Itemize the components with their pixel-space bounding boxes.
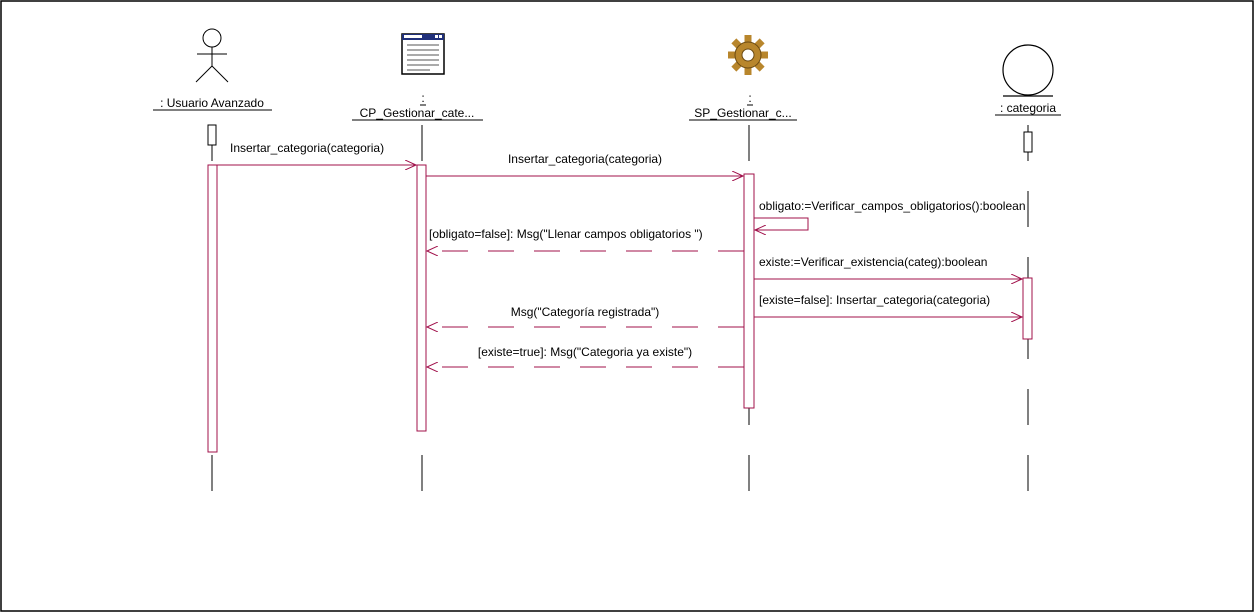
message-categoria-ya-existe[interactable]: [existe=true]: Msg("Categoria ya existe"…: [427, 345, 744, 367]
message-label: Msg("Categoría registrada"): [511, 305, 660, 319]
message-label: existe:=Verificar_existencia(categ):bool…: [759, 255, 987, 269]
message-insertar-categoria-1[interactable]: Insertar_categoria(categoria): [217, 141, 416, 165]
participant-name: : Usuario Avanzado: [160, 96, 264, 110]
gear-control-icon: [728, 35, 768, 75]
message-label: Insertar_categoria(categoria): [508, 152, 662, 166]
message-llenar-campos[interactable]: [obligato=false]: Msg("Llenar campos obl…: [427, 227, 744, 251]
message-label: [existe=false]: Insertar_categoria(categ…: [759, 293, 990, 307]
message-arrow: [754, 217, 809, 230]
activation-bar: [416, 164, 427, 432]
participant-name-line2: CP_Gestionar_cate...: [360, 106, 475, 120]
participant-name: : categoria: [1000, 101, 1056, 115]
lifeline-head-box: [1023, 131, 1033, 153]
participant-categoria[interactable]: : categoria: [995, 44, 1061, 520]
message-label: [obligato=false]: Msg("Llenar campos obl…: [429, 227, 703, 241]
message-insertar-categoria-2[interactable]: Insertar_categoria(categoria): [426, 152, 743, 176]
message-insertar-categoria-3[interactable]: [existe=false]: Insertar_categoria(categ…: [754, 293, 1022, 317]
actor-icon: [195, 28, 229, 83]
participant-cp-gestionar[interactable]: : CP_Gestionar_cate...: [352, 33, 483, 520]
participant-usuario-avanzado[interactable]: : Usuario Avanzado: [153, 28, 272, 520]
participant-name-line2: SP_Gestionar_c...: [694, 106, 791, 120]
message-label: obligato:=Verificar_campos_obligatorios(…: [759, 199, 1026, 213]
participant-sp-gestionar[interactable]: : SP_Gestionar_c...: [689, 35, 797, 520]
participant-name-line1: :: [748, 91, 751, 105]
message-categoria-registrada[interactable]: Msg("Categoría registrada"): [427, 305, 744, 327]
activation-bar: [1022, 277, 1033, 340]
activation-bar: [743, 173, 755, 409]
message-label: [existe=true]: Msg("Categoria ya existe"…: [478, 345, 692, 359]
message-verificar-existencia[interactable]: existe:=Verificar_existencia(categ):bool…: [754, 255, 1022, 279]
boundary-form-icon: [401, 33, 445, 75]
activation-bar: [207, 164, 218, 453]
participant-name-line1: :: [421, 91, 424, 105]
entity-circle-icon: [1002, 44, 1054, 97]
lifeline-head-box: [207, 124, 217, 146]
message-label: Insertar_categoria(categoria): [230, 141, 384, 155]
message-verificar-campos[interactable]: obligato:=Verificar_campos_obligatorios(…: [754, 199, 1026, 230]
